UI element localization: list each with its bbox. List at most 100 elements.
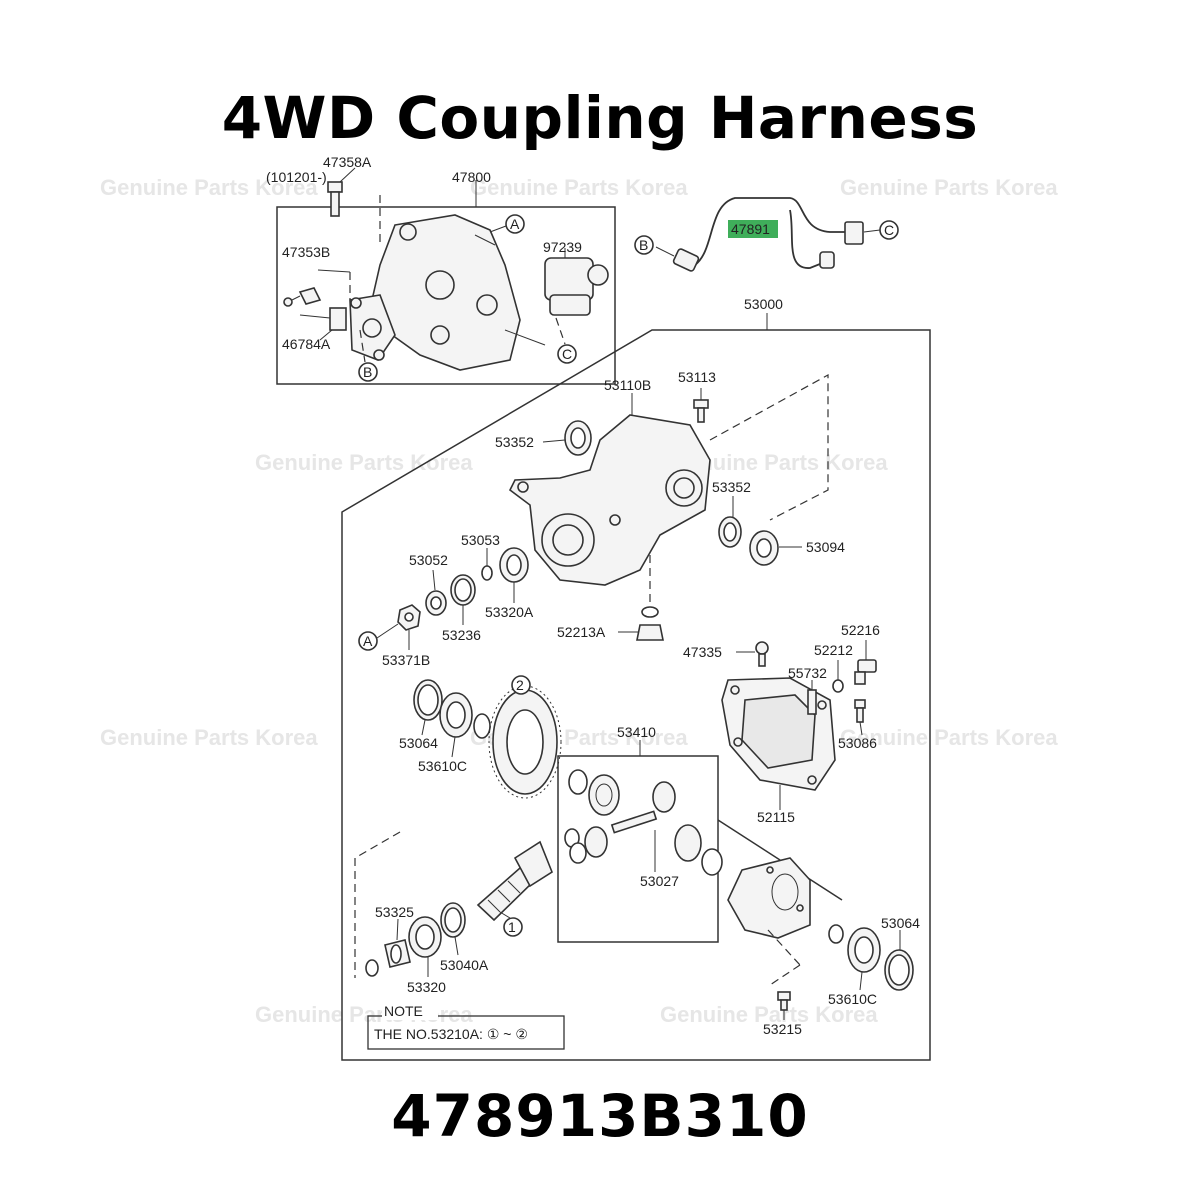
label-52213a: 52213A (557, 624, 606, 640)
differential-case (727, 857, 811, 939)
part-number: 478913B310 (391, 1082, 809, 1150)
coupling-assembly-frame (276, 206, 616, 385)
label-46784a: 46784A (282, 336, 331, 352)
sensor-47353b (283, 287, 322, 307)
side-gear-left (588, 774, 620, 816)
label-53410: 53410 (617, 724, 656, 740)
seal-cover-53094 (749, 530, 779, 566)
gasket-52212 (832, 679, 844, 693)
label-53352-left: 53352 (495, 434, 534, 450)
vent-47335 (755, 641, 769, 667)
shim-left (473, 713, 491, 739)
callout-2: 2 (511, 675, 531, 695)
dowel-55732 (807, 689, 817, 715)
label-53064-right: 53064 (881, 915, 920, 931)
svg-text:2: 2 (516, 677, 524, 693)
label-47800: 47800 (452, 169, 491, 185)
label-47358a: 47358A (323, 154, 372, 170)
race-53064-right (884, 949, 914, 991)
label-52216: 52216 (841, 622, 880, 638)
race-53236 (450, 574, 476, 606)
bearing-53320 (408, 916, 442, 958)
callout-a: A (505, 214, 525, 234)
bolt-53086 (854, 699, 866, 723)
thrust-washer (569, 842, 587, 864)
pinion-gear-top (652, 781, 676, 813)
sensor-46784a (299, 307, 347, 331)
label-53320a: 53320A (485, 604, 534, 620)
note-title: NOTE (384, 1003, 423, 1019)
label-47891: 47891 (731, 221, 770, 237)
note-box: NOTE THE NO.53210A: ① ~ ② (367, 1003, 565, 1050)
callout-c-harness: C (879, 220, 899, 240)
drive-pinion (476, 840, 553, 922)
label-47353b: 47353B (282, 244, 330, 260)
oil-seal-53352-right (718, 516, 742, 548)
label-53320: 53320 (407, 979, 446, 995)
svg-text:A: A (363, 633, 373, 649)
page-title: 4WD Coupling Harness (221, 84, 979, 152)
label-53325: 53325 (375, 904, 414, 920)
rear-cover-52115 (721, 677, 836, 791)
coupling-housing-47800 (371, 214, 546, 371)
pinion-gear-bottom (584, 826, 608, 858)
carrier-housing-53110b (508, 414, 711, 586)
thrust-washer (568, 769, 588, 795)
watermark-text: Genuine Parts Korea (840, 175, 1058, 200)
differential-assembly-frame (341, 329, 931, 1061)
watermark-text: Genuine Parts Korea (100, 725, 318, 750)
watermark-text: Genuine Parts Korea (660, 1002, 878, 1027)
bolt-53113 (693, 399, 709, 423)
watermark-text: Genuine Parts Korea (840, 725, 1058, 750)
washer-53052 (425, 590, 447, 616)
label-53064-left: 53064 (399, 735, 438, 751)
watermark-text: Genuine Parts Korea (470, 175, 688, 200)
label-97239: 97239 (543, 239, 582, 255)
drain-plug-52213a (636, 606, 664, 641)
svg-text:B: B (363, 364, 372, 380)
note-text: THE NO.53210A: ① ~ ② (374, 1026, 528, 1042)
callout-b-harness: B (634, 235, 654, 255)
label-53610c-right: 53610C (828, 991, 877, 1007)
label-53052: 53052 (409, 552, 448, 568)
label-52115: 52115 (757, 809, 795, 825)
label-53086: 53086 (838, 735, 877, 751)
differential-gear-set-frame (557, 755, 719, 943)
callout-a-diff: A (358, 631, 378, 651)
ring-gear (488, 685, 562, 799)
oil-seal-53352-left (564, 420, 592, 456)
spacer-53325 (384, 939, 411, 968)
coupling-flange (349, 294, 396, 361)
label-53610c-left: 53610C (418, 758, 467, 774)
label-53027: 53027 (640, 873, 679, 889)
label-47335: 47335 (683, 644, 722, 660)
thrust-washer (701, 848, 723, 876)
label-53113: 53113 (678, 369, 716, 385)
label-101201: (101201-) (266, 169, 327, 185)
watermark-text: Genuine Parts Korea (100, 175, 318, 200)
race-53064-left (413, 679, 443, 721)
label-53215: 53215 (763, 1021, 802, 1037)
watermark-text: Genuine Parts Korea (255, 1002, 473, 1027)
svg-text:C: C (884, 222, 894, 238)
bolt-47358a (327, 181, 343, 217)
watermark-layer: Genuine Parts Korea Genuine Parts Korea … (100, 175, 1058, 1027)
label-53352-right: 53352 (712, 479, 751, 495)
differential-assembly-group: 53000 53110B 53113 (341, 296, 931, 1061)
label-53053: 53053 (461, 532, 500, 548)
pinion-shaft-53027 (610, 810, 658, 834)
label-55732: 55732 (788, 665, 827, 681)
label-53040a: 53040A (440, 957, 489, 973)
side-gear-right (674, 824, 702, 862)
label-53371b: 53371B (382, 652, 430, 668)
label-53110b: 53110B (604, 377, 651, 393)
nut-53371b (397, 604, 421, 631)
bearing-53610c-left (439, 692, 473, 738)
callout-b: B (358, 362, 378, 382)
callout-1: 1 (503, 917, 523, 937)
bearing-53320a (499, 547, 529, 583)
label-53000: 53000 (744, 296, 783, 312)
label-53094: 53094 (806, 539, 845, 555)
